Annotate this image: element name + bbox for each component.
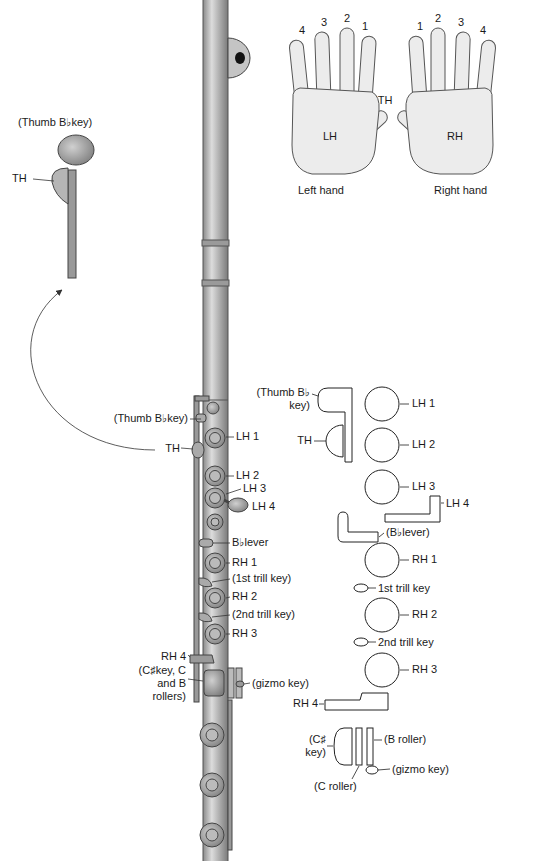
part-label: 2nd trill key xyxy=(378,636,468,649)
part-label: (2nd trill key) xyxy=(232,608,322,621)
part-label: 1st trill key xyxy=(378,582,468,595)
part-label: (B roller) xyxy=(384,733,454,746)
part-label: LH 3 xyxy=(243,482,283,495)
part-label: LH 2 xyxy=(236,469,276,482)
part-label: RH 3 xyxy=(232,627,272,640)
part-label: LH 4 xyxy=(252,500,292,513)
finger-number: 1 xyxy=(414,20,426,33)
finger-number: 4 xyxy=(296,24,308,37)
finger-number: 3 xyxy=(455,16,467,29)
part-label: LH 1 xyxy=(412,397,452,410)
part-label: TH xyxy=(12,172,32,185)
right-hand xyxy=(395,28,496,174)
part-label: (Thumb B♭key) xyxy=(18,116,108,129)
part-label: RH 2 xyxy=(232,590,272,603)
hand-caption: Left hand xyxy=(298,184,378,197)
part-label: (Thumb B♭key) xyxy=(96,412,188,425)
part-label: LH 4 xyxy=(446,497,486,510)
hand-label: RH xyxy=(443,130,467,143)
finger-number: 2 xyxy=(341,12,353,25)
part-label: (C♯ key) xyxy=(296,733,326,759)
part-label: B♭lever xyxy=(232,536,292,549)
part-label: (B♭lever) xyxy=(386,526,456,539)
part-label: LH 3 xyxy=(412,480,452,493)
part-label: (gizmo key) xyxy=(252,677,332,690)
part-label: (Thumb B♭ key) xyxy=(248,386,310,412)
finger-number: 2 xyxy=(432,12,444,25)
part-label: RH 1 xyxy=(232,556,272,569)
finger-number: 1 xyxy=(359,20,371,33)
part-label: RH 4 xyxy=(148,650,186,663)
hand-caption: Right hand xyxy=(434,184,514,197)
part-label: RH 1 xyxy=(412,553,452,566)
part-label: (C♯key, C and B rollers) xyxy=(138,664,186,703)
part-label: (gizmo key) xyxy=(392,763,472,776)
thumb-label: TH xyxy=(374,94,396,107)
leader-lines xyxy=(31,179,250,684)
part-label: (C roller) xyxy=(314,780,384,793)
finger-number: 4 xyxy=(477,24,489,37)
flute-keys xyxy=(190,396,248,850)
hand-label: LH xyxy=(318,130,342,143)
part-label: RH 4 xyxy=(286,697,318,710)
thumb-key-detail xyxy=(52,135,94,278)
part-label: LH 1 xyxy=(236,430,276,443)
part-label: LH 2 xyxy=(412,438,452,451)
part-label: TH xyxy=(158,442,180,455)
finger-number: 3 xyxy=(318,16,330,29)
part-label: (1st trill key) xyxy=(232,572,322,585)
part-label: RH 2 xyxy=(412,608,452,621)
part-label: RH 3 xyxy=(412,663,452,676)
part-label: TH xyxy=(290,434,312,447)
left-hand xyxy=(289,28,390,174)
